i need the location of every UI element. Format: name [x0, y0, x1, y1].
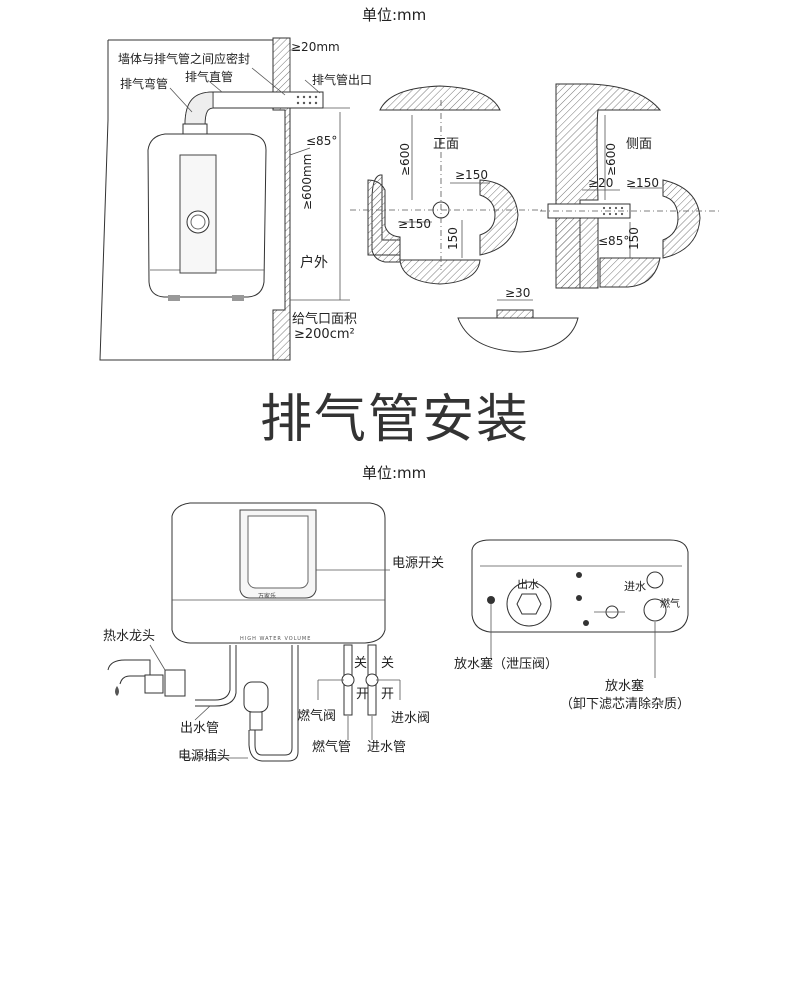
label-drain-plug-2: 放水塞: [605, 679, 645, 694]
label-water-off: 关: [381, 656, 395, 671]
side-view: [540, 83, 720, 289]
building-wall: [99, 37, 291, 361]
label-inlet-valve: 进水阀: [391, 711, 431, 726]
heater-brand-label: 万家乐: [258, 593, 277, 600]
exhaust-pipe: [182, 91, 324, 135]
label-side-600: ≥600: [604, 143, 618, 176]
label-drain-plug-1: 放水塞（泄压阀）: [454, 657, 559, 672]
label-air-inlet-1: 给气口面积: [292, 312, 358, 327]
label-angle-85: ≤85°: [306, 134, 338, 148]
label-front-150-right: ≥150: [455, 168, 488, 182]
label-side-angle-85: ≤85°: [598, 234, 630, 248]
label-gas-off: 关: [354, 656, 368, 671]
label-drain-plug-2-note: （卸下滤芯清除杂质）: [560, 697, 691, 712]
label-water-on: 开: [381, 687, 395, 702]
unit-label-top: 单位:mm: [362, 6, 427, 24]
label-outdoor: 户外: [300, 255, 328, 271]
label-seal-note: 墙体与排气管之间应密封: [118, 52, 251, 66]
label-power-plug: 电源插头: [178, 749, 231, 764]
label-eave-30: ≥30: [505, 286, 531, 300]
label-height-600: ≥600mm: [300, 153, 314, 210]
heater-band-label: HIGH WATER VOLUME: [240, 636, 312, 642]
label-gas-pipe: 燃气管: [312, 740, 352, 755]
dimension-lines-left: [169, 48, 350, 301]
water-heater-front: [147, 133, 267, 301]
label-front-150-left: ≥150: [398, 217, 431, 231]
label-side-20: ≥20: [588, 176, 614, 190]
eave-detail: [457, 299, 579, 353]
label-gas-valve: 燃气阀: [297, 709, 337, 724]
label-front-600: ≥600: [398, 143, 412, 176]
label-gap-20: ≥20mm: [291, 40, 340, 54]
label-elbow: 排气弯管: [120, 77, 169, 91]
page-title: 排气管安装: [259, 390, 530, 450]
label-outlet-pipe: 出水管: [180, 721, 220, 736]
label-side-view: 侧面: [626, 137, 653, 152]
label-side-150-right: ≥150: [626, 176, 659, 190]
label-bottom-inlet: 进水: [624, 580, 646, 593]
label-inlet-pipe: 进水管: [367, 740, 407, 755]
label-straight-pipe: 排气直管: [185, 70, 234, 84]
front-view: [350, 85, 545, 285]
heater-install-diagram: [107, 502, 401, 762]
label-side-150-down: 150: [627, 227, 641, 250]
label-power-switch: 电源开关: [392, 556, 445, 571]
heater-bottom-view: [471, 539, 689, 678]
label-gas-on: 开: [356, 687, 370, 702]
unit-label-bottom: 单位:mm: [362, 464, 427, 482]
label-front-view: 正面: [433, 137, 460, 152]
label-bottom-outlet: 出水: [517, 578, 539, 591]
label-front-150-down: 150: [446, 227, 460, 250]
label-outlet: 排气管出口: [312, 73, 373, 87]
label-hot-faucet: 热水龙头: [103, 629, 156, 644]
label-bottom-gas: 燃气: [660, 599, 680, 610]
label-air-inlet-2: ≥200cm²: [294, 327, 355, 342]
